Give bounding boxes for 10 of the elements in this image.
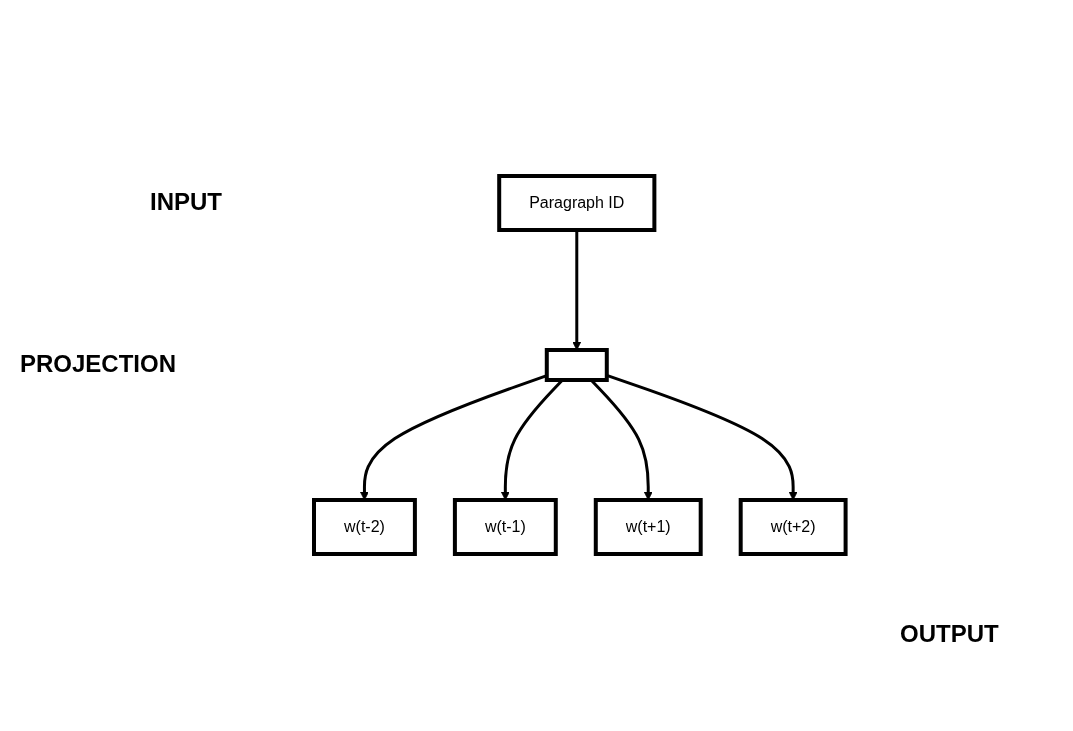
- layer-label: INPUT: [150, 188, 222, 216]
- node-box: w(t+1): [594, 498, 703, 556]
- node-box: Paragraph ID: [497, 174, 657, 232]
- node-box: w(t-2): [312, 498, 418, 556]
- node-box: [545, 348, 609, 382]
- layer-label: PROJECTION: [20, 350, 177, 378]
- layer-label: OUTPUT: [900, 620, 999, 648]
- node-box: w(t-1): [453, 498, 558, 556]
- node-box: w(t+2): [738, 498, 848, 556]
- arrow: [572, 230, 582, 351]
